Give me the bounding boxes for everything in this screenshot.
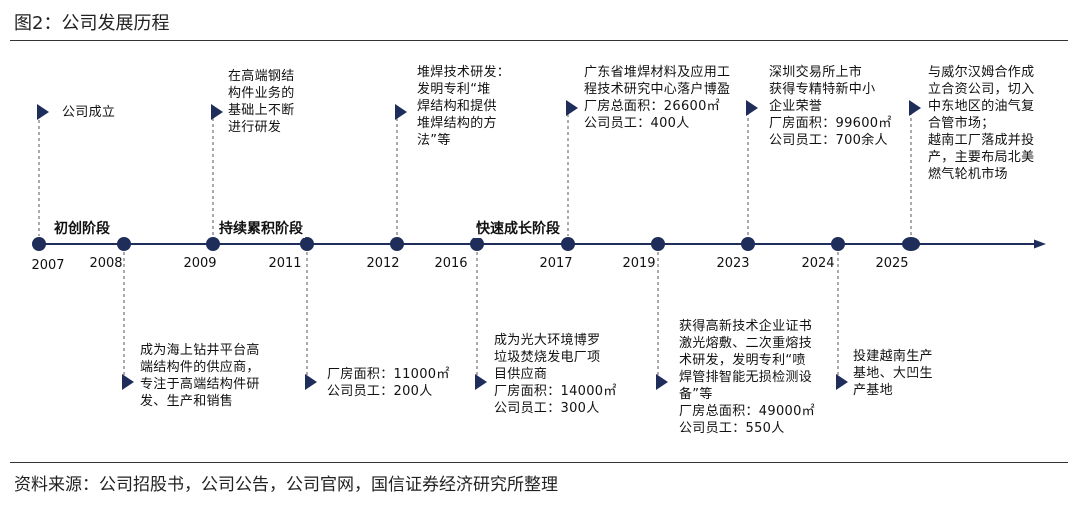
node-2009 xyxy=(206,237,220,251)
event-2024-bases: 投建越南生产 基地、大凹生 产基地 xyxy=(853,349,933,398)
node-2016 xyxy=(470,237,484,251)
node-2024 xyxy=(831,237,845,251)
flag-icon-2017 xyxy=(566,100,578,116)
stage-label-accumulation: 持续累积阶段 xyxy=(217,220,305,238)
year-label-2009: 2009 xyxy=(183,256,217,271)
flag-icon-2023 xyxy=(746,100,758,116)
year-label-2023: 2023 xyxy=(716,256,750,271)
node-2017 xyxy=(561,237,575,251)
flag-icon-2019 xyxy=(656,374,668,390)
event-2011-capacity: 厂房面积：11000㎡ 公司员工：200人 xyxy=(327,367,450,399)
year-label-2007: 2007 xyxy=(31,258,65,273)
flag-icon-2024 xyxy=(836,374,848,390)
stage-label-startup: 初创阶段 xyxy=(52,220,112,238)
event-2012-patent: 堆焊技术研发： 发明专利“堆 焊结构和提供 堆焊结构的方 法”等 xyxy=(417,65,511,148)
timeline-arrowhead xyxy=(1034,239,1046,249)
flag-icon-2025 xyxy=(909,100,921,116)
stage-label-growth: 快速成长阶段 xyxy=(474,220,562,238)
flag-icon-2016 xyxy=(475,374,487,390)
node-2012 xyxy=(390,237,404,251)
top-divider xyxy=(10,40,1068,41)
node-2019 xyxy=(651,237,665,251)
event-2023-listing: 深圳交易所上市 获得专精特新中小 企业荣誉 厂房面积：99600㎡ 公司员工：7… xyxy=(769,65,892,148)
flag-icon-2012 xyxy=(395,104,407,120)
source-note: 资料来源：公司招股书，公司公告，公司官网，国信证券经济研究所整理 xyxy=(14,475,558,495)
year-label-2012: 2012 xyxy=(366,256,400,271)
flag-icon-2009 xyxy=(211,104,223,120)
event-2019-certification: 获得高新技术企业证书 激光熔敷、二次重熔技 术研发，发明专利“喷 焊管排智能无损… xyxy=(679,319,815,436)
year-label-2025: 2025 xyxy=(875,256,909,271)
year-label-2011: 2011 xyxy=(268,256,302,271)
year-label-2019: 2019 xyxy=(622,256,656,271)
event-2008-supplier: 成为海上钻井平台高 端结构件的供应商， 专注于高端结构件研 发、生产和销售 xyxy=(140,343,260,409)
node-2025 xyxy=(902,237,920,251)
node-2023 xyxy=(741,237,755,251)
year-label-2024: 2024 xyxy=(801,256,835,271)
event-2017-research-center: 广东省堆焊材料及应用工 程技术研究中心落户博盈 厂房总面积：26600㎡ 公司员… xyxy=(584,65,731,131)
year-label-2016: 2016 xyxy=(434,256,468,271)
event-2007-founded: 公司成立 xyxy=(62,105,116,120)
flag-icon-2008 xyxy=(122,374,134,390)
event-2009-rd: 在高端钢结 构件业务的 基础上不断 进行研发 xyxy=(228,69,295,135)
event-2016-supplier: 成为光大环境博罗 垃圾焚烧发电厂项 目供应商 厂房面积：14000㎡ 公司员工：… xyxy=(494,333,617,416)
event-2025-joint-venture: 与威尔汉姆合作成 立合资公司，切入 中东地区的油气复 合管市场； 越南工厂落成并… xyxy=(928,65,1035,182)
flag-icon-2007 xyxy=(37,104,49,120)
node-2008 xyxy=(117,237,131,251)
year-label-2017: 2017 xyxy=(539,256,573,271)
node-2007 xyxy=(32,237,46,251)
year-label-2008: 2008 xyxy=(89,256,123,271)
bottom-divider xyxy=(10,462,1068,463)
figure-title: 图2：公司发展历程 xyxy=(14,13,170,34)
flag-icon-2011 xyxy=(305,374,317,390)
node-2011 xyxy=(300,237,314,251)
timeline-diagram xyxy=(32,108,1046,382)
